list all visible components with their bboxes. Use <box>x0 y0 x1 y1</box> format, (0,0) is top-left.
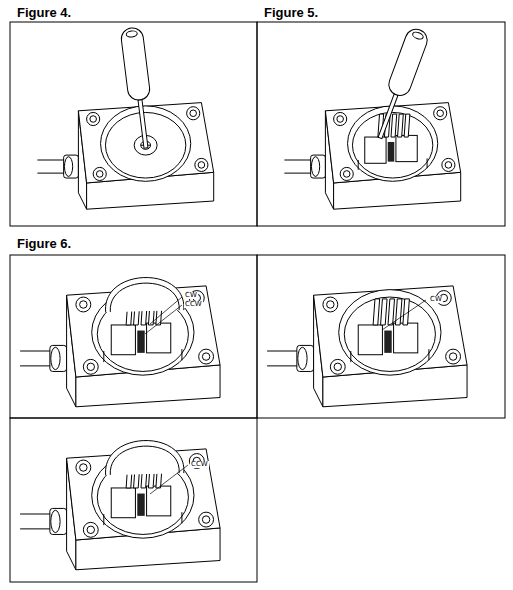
callout-label: CCW <box>190 461 209 468</box>
figure-heading: Figure 5. <box>264 6 318 19</box>
screwdriver <box>370 26 431 142</box>
callout-label: CW <box>429 296 443 303</box>
switch-housing <box>20 441 220 570</box>
figure-heading: Figure 6. <box>17 237 71 250</box>
switch-housing <box>20 278 220 407</box>
switch-housing <box>37 103 213 210</box>
leader-line <box>145 305 182 334</box>
screwdriver <box>120 27 157 150</box>
figure-heading: Figure 4. <box>17 6 71 19</box>
leader-line <box>382 300 426 330</box>
switch-housing <box>267 286 467 407</box>
callout-label: CW <box>184 292 198 299</box>
figure-panel <box>10 418 257 582</box>
leader-line <box>150 297 182 324</box>
figure-panel <box>257 255 505 418</box>
callout-label: CCW <box>184 301 203 308</box>
figure-panel <box>257 22 505 226</box>
figure-panel <box>10 22 257 226</box>
leader-line <box>150 465 188 494</box>
figure-panel <box>10 255 257 418</box>
switch-housing <box>284 103 460 210</box>
